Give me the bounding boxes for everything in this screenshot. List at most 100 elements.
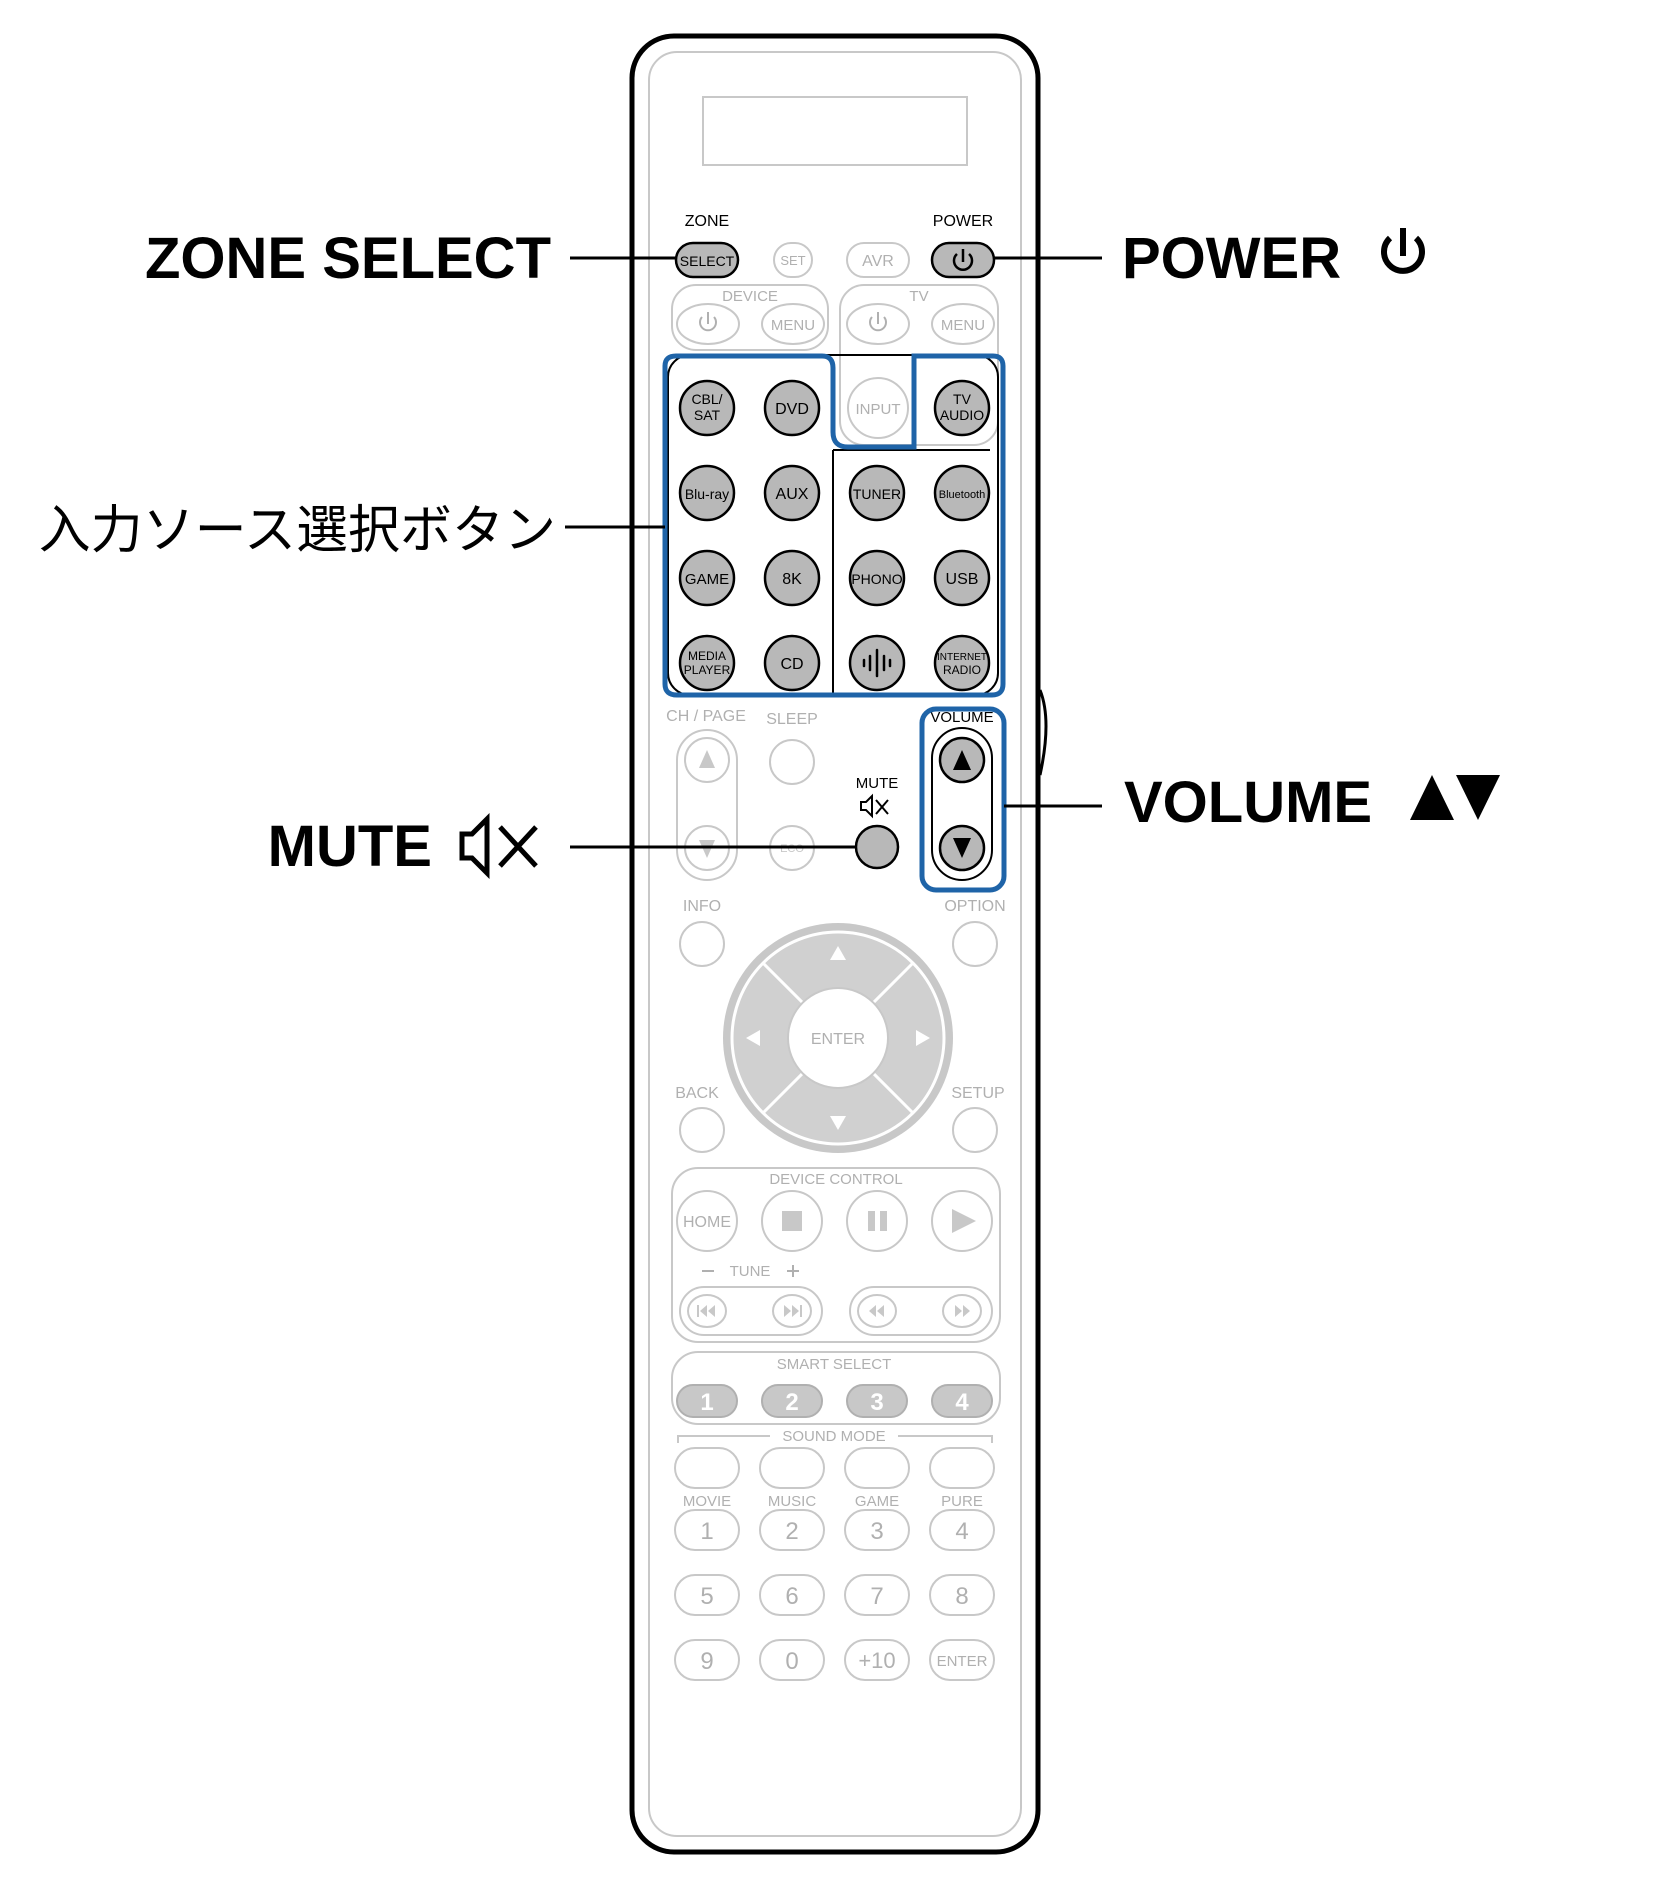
source-button-usb[interactable]: USB — [933, 549, 991, 607]
number-3-label: 3 — [870, 1518, 883, 1545]
number-button-2[interactable] — [759, 1509, 825, 1551]
volume-down-button[interactable] — [938, 824, 986, 872]
option-label: OPTION — [944, 898, 1005, 915]
media-player-label-1: MEDIA — [688, 649, 726, 663]
source-button-tuner[interactable]: TUNER — [848, 464, 906, 522]
tv-power-button[interactable] — [846, 303, 910, 345]
source-button-dvd[interactable]: DVD — [763, 379, 821, 437]
number-button-3[interactable] — [844, 1509, 910, 1551]
source-button-phono[interactable]: PHONO — [848, 549, 906, 607]
home-button[interactable] — [676, 1190, 738, 1252]
dpad-right-icon — [916, 1030, 930, 1046]
number-button-5[interactable] — [674, 1574, 740, 1616]
number-button-0[interactable] — [759, 1639, 825, 1681]
sound-mode-pure-button[interactable] — [929, 1447, 995, 1489]
tv-input-button[interactable] — [847, 377, 909, 439]
set-label: SET — [780, 253, 805, 268]
sleep-button[interactable] — [769, 739, 815, 785]
device-power-icon — [699, 312, 717, 332]
source-button-heos[interactable] — [848, 634, 906, 692]
volume-label: VOLUME — [930, 709, 993, 726]
source-button-game[interactable]: GAME — [678, 549, 736, 607]
device-power-button[interactable] — [676, 303, 740, 345]
info-button[interactable] — [679, 921, 725, 967]
sound-mode-game-button[interactable] — [844, 1447, 910, 1489]
dpad-left-icon — [746, 1030, 760, 1046]
tune-up-button[interactable] — [772, 1294, 812, 1328]
source-button-internet-radio[interactable]: INTERNET RADIO — [933, 634, 991, 692]
home-label: HOME — [683, 1214, 731, 1231]
volume-callout: VOLUME — [1124, 770, 1372, 835]
game-label: GAME — [685, 571, 729, 588]
number-1-label: 1 — [700, 1518, 713, 1545]
smart-select-1[interactable] — [676, 1384, 738, 1418]
option-button[interactable] — [952, 921, 998, 967]
mute-button[interactable] — [854, 824, 900, 870]
avr-button[interactable] — [846, 242, 910, 278]
skip-group — [849, 1286, 993, 1336]
number-button-6[interactable] — [759, 1574, 825, 1616]
source-button-tv-audio[interactable]: TV AUDIO — [933, 379, 991, 437]
device-tv-groups — [671, 284, 999, 446]
number-button-plus10[interactable] — [844, 1639, 910, 1681]
source-button-media-player[interactable]: MEDIA PLAYER — [678, 634, 736, 692]
mute-callout-icon — [459, 812, 538, 880]
rewind-icon — [869, 1305, 884, 1317]
enter-button[interactable] — [787, 987, 889, 1089]
eightk-label: 8K — [782, 571, 802, 588]
fast-forward-button[interactable] — [942, 1294, 982, 1328]
number-2-label: 2 — [785, 1518, 798, 1545]
number-button-8[interactable] — [929, 1574, 995, 1616]
power-callout: POWER — [1122, 226, 1341, 291]
ch-up-button[interactable] — [684, 737, 730, 783]
sound-mode-music-button[interactable] — [759, 1447, 825, 1489]
stop-button[interactable] — [761, 1190, 823, 1252]
source-button-cbl-sat[interactable]: CBL/ SAT — [678, 379, 736, 437]
zone-label: ZONE — [685, 213, 729, 230]
number-button-9[interactable] — [674, 1639, 740, 1681]
number-button-4[interactable] — [929, 1509, 995, 1551]
tv-menu-button[interactable] — [931, 303, 995, 345]
setup-button[interactable] — [952, 1107, 998, 1153]
number-button-1[interactable] — [674, 1509, 740, 1551]
stop-icon — [782, 1211, 802, 1231]
avr-label: AVR — [862, 253, 894, 270]
sound-mode-movie-button[interactable] — [674, 1447, 740, 1489]
tuner-label: TUNER — [853, 486, 901, 502]
number-enter-button[interactable] — [929, 1639, 995, 1681]
source-button-cd[interactable]: CD — [763, 634, 821, 692]
smart-select-2[interactable] — [761, 1384, 823, 1418]
dvd-label: DVD — [775, 401, 809, 418]
smart-select-3[interactable] — [846, 1384, 908, 1418]
callout-lines — [565, 256, 1102, 849]
back-label: BACK — [675, 1085, 719, 1102]
ch-page-rocker — [676, 729, 738, 881]
set-button[interactable] — [773, 242, 813, 278]
info-label: INFO — [683, 898, 721, 915]
sound-mode-buttons — [674, 1447, 995, 1489]
tune-label: TUNE — [730, 1263, 771, 1280]
tv-power-icon — [869, 312, 887, 332]
source-button-bluetooth[interactable]: Bluetooth — [933, 464, 991, 522]
smart-select-4[interactable] — [931, 1384, 993, 1418]
rewind-button[interactable] — [857, 1294, 897, 1328]
number-button-7[interactable] — [844, 1574, 910, 1616]
source-button-aux[interactable]: AUX — [763, 464, 821, 522]
number-6-label: 6 — [785, 1583, 798, 1610]
device-menu-button[interactable] — [761, 303, 825, 345]
pause-button[interactable] — [846, 1190, 908, 1252]
next-track-icon — [784, 1305, 802, 1317]
tune-down-button[interactable] — [687, 1294, 727, 1328]
bluetooth-label: Bluetooth — [939, 489, 985, 501]
ch-down-icon — [699, 840, 715, 858]
smart-select-buttons: 1 2 3 4 — [676, 1384, 993, 1418]
zone-select-button[interactable] — [674, 241, 740, 279]
source-button-bluray[interactable]: Blu-ray — [678, 464, 736, 522]
volume-down-icon — [953, 838, 971, 858]
volume-rocker — [931, 727, 993, 881]
back-button[interactable] — [679, 1107, 725, 1153]
play-button[interactable] — [931, 1190, 993, 1252]
source-button-8k[interactable]: 8K — [763, 549, 821, 607]
volume-up-button[interactable] — [938, 736, 986, 784]
